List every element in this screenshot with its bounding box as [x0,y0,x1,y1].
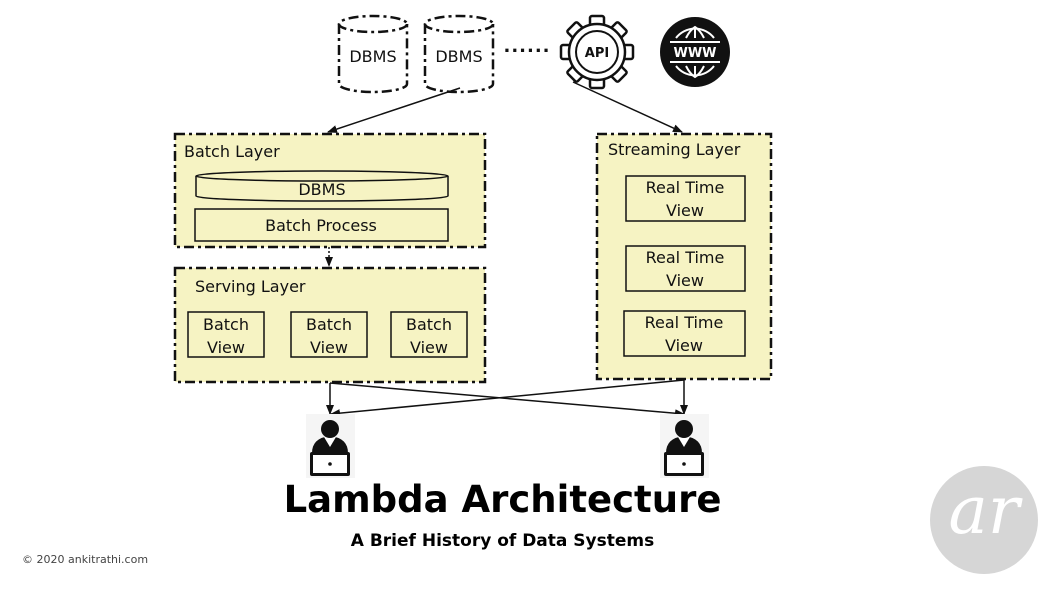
real-time-view-3-line2: View [665,336,703,355]
batch-process-box [194,208,449,242]
page-subtitle: A Brief History of Data Systems [350,531,655,551]
real-time-view-box-1 [625,175,746,222]
dbms-source-2-label: DBMS [435,47,482,66]
dbms-source-1-label: DBMS [349,47,396,66]
page-title: Lambda Architecture [283,478,722,521]
batch-view-box-2 [290,311,368,358]
real-time-view-2-line2: View [666,271,704,290]
batch-dbms-label: DBMS [298,180,345,199]
batch-view-box-3 [390,311,468,358]
batch-view-box-1 [187,311,265,358]
ar-logo: ar [930,466,1038,574]
arrow-serving-to-user-right [329,382,685,418]
dbms-source-2-cylinder-icon [423,14,495,94]
batch-dbms-cylinder-icon [195,170,449,202]
arrow-sources-to-batch [327,87,461,133]
batch-view-3-line2: View [410,338,448,357]
www-globe-icon [660,17,730,87]
more-sources-ellipsis: ...... [503,36,550,57]
real-time-view-box-2 [625,245,746,292]
real-time-view-1-line2: View [666,201,704,220]
real-time-view-3-line1: Real Time [645,313,724,332]
batch-process-label: Batch Process [265,216,377,235]
user-at-laptop-icon-left [306,414,355,478]
batch-layer-label: Batch Layer [184,142,280,161]
copyright-notice: © 2020 ankitrathi.com [22,553,149,566]
api-gear-icon [559,14,635,90]
ar-logo-text: ar [948,472,1020,549]
batch-view-2-line2: View [310,338,348,357]
arrow-sources-to-streaming [572,81,683,133]
batch-view-2-line1: Batch [306,315,352,334]
real-time-view-1-line1: Real Time [646,178,725,197]
serving-layer-label: Serving Layer [195,277,306,296]
dbms-source-1-cylinder-icon [337,14,409,94]
batch-view-1-line1: Batch [203,315,249,334]
streaming-layer-label: Streaming Layer [608,140,741,159]
batch-view-3-line1: Batch [406,315,452,334]
real-time-view-box-3 [623,310,746,357]
www-label: WWW [673,46,716,61]
user-at-laptop-icon-right [660,414,709,478]
batch-view-1-line2: View [207,338,245,357]
arrow-streaming-to-user-left [330,379,685,418]
real-time-view-2-line1: Real Time [646,248,725,267]
api-label: API [585,46,609,61]
